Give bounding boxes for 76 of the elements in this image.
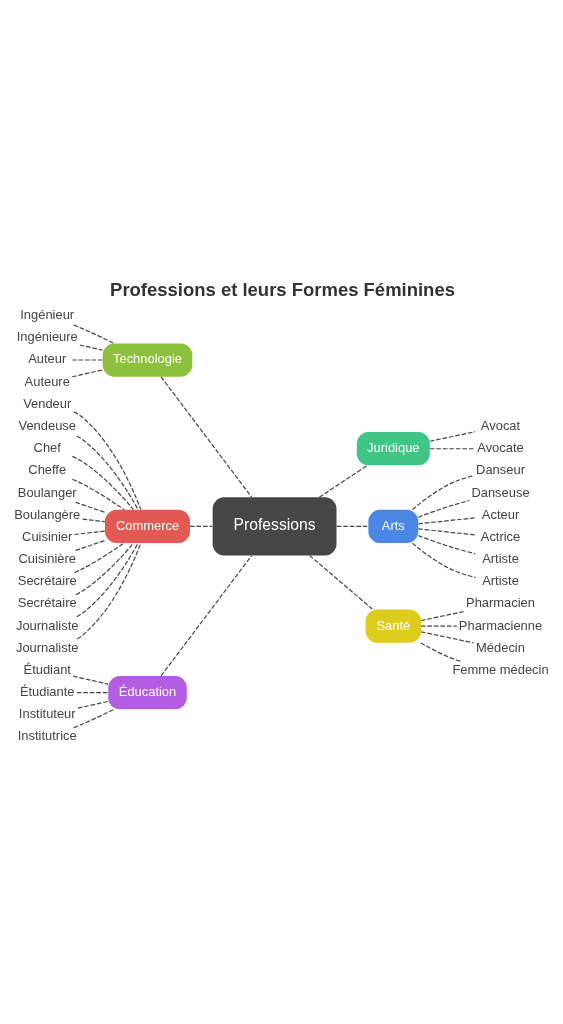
node-text: Pharmacienne <box>458 617 543 633</box>
connector <box>72 675 109 685</box>
connector <box>411 542 477 578</box>
connector <box>76 542 142 640</box>
node-text: Cuisinière <box>18 550 76 566</box>
node-text: Pharmacien <box>466 594 535 610</box>
connector <box>160 375 253 498</box>
node-box: Technologie <box>102 342 193 377</box>
connector <box>417 527 477 535</box>
node-text: Secrétaire <box>17 572 77 588</box>
node-text: Auteure <box>24 373 70 389</box>
node-text: Acteur <box>481 506 520 522</box>
node-box: Santé <box>365 609 422 643</box>
connector <box>77 700 109 709</box>
node-text: Boulanger <box>17 484 77 500</box>
connector <box>75 539 106 551</box>
connector <box>73 323 115 344</box>
node-text: Ingénieur <box>20 306 75 322</box>
node-box: Juridique <box>356 431 430 465</box>
connector <box>417 534 476 554</box>
node-text: Médecin <box>476 639 525 655</box>
connector <box>76 691 109 693</box>
node-text: Avocate <box>477 439 524 455</box>
node-text: Instituteur <box>18 705 76 721</box>
node-text: Étudiante <box>19 683 75 699</box>
connector <box>420 625 458 627</box>
connector <box>73 529 106 535</box>
connector <box>79 343 103 351</box>
connector <box>420 630 475 643</box>
node-text: Secrétaire <box>17 594 77 610</box>
connector <box>189 525 213 527</box>
node-text: Avocat <box>480 417 521 433</box>
node-text: Auteur <box>28 350 67 366</box>
connector <box>160 554 253 676</box>
connector <box>75 501 106 513</box>
connector <box>417 516 477 524</box>
connector <box>417 499 470 518</box>
connector <box>73 541 125 573</box>
connector <box>82 518 106 522</box>
node-text: Vendeuse <box>18 417 76 433</box>
node-box: Éducation <box>108 675 187 709</box>
connector <box>75 542 134 595</box>
node-text: Journaliste <box>15 639 79 655</box>
connector <box>73 708 115 728</box>
node-text: Danseuse <box>471 484 530 500</box>
node-box: Arts <box>368 509 419 543</box>
node-text: Danseur <box>476 461 525 477</box>
node-text: Boulangère <box>14 506 81 522</box>
connector <box>429 447 476 449</box>
node-text: Journaliste <box>15 617 79 633</box>
node-text: Cuisinier <box>22 528 73 544</box>
connector <box>429 430 476 442</box>
connector <box>318 464 368 498</box>
node-text: Cheffe <box>28 461 67 477</box>
node-text: Artiste <box>482 550 519 566</box>
node-box: Professions <box>212 496 337 555</box>
connector <box>336 525 369 527</box>
diagram-title: Professions et leurs Formes Féminines <box>110 278 455 300</box>
connector <box>71 368 103 377</box>
node-text: Institutrice <box>17 727 77 743</box>
connector <box>309 554 374 610</box>
node-text: Vendeur <box>23 395 72 411</box>
connector <box>420 641 462 662</box>
node-text: Ingénieure <box>16 328 78 344</box>
node-text: Actrice <box>480 528 521 544</box>
connector <box>420 610 465 621</box>
connector <box>71 478 125 510</box>
node-box: Commerce <box>105 509 190 543</box>
node-text: Étudiant <box>23 661 71 677</box>
connector <box>76 434 139 510</box>
node-text: Artiste <box>482 572 519 588</box>
node-text: Chef <box>33 439 61 455</box>
node-text: Femme médecin <box>452 661 549 677</box>
connector <box>73 410 142 510</box>
connector <box>76 541 139 617</box>
connector <box>71 455 134 510</box>
